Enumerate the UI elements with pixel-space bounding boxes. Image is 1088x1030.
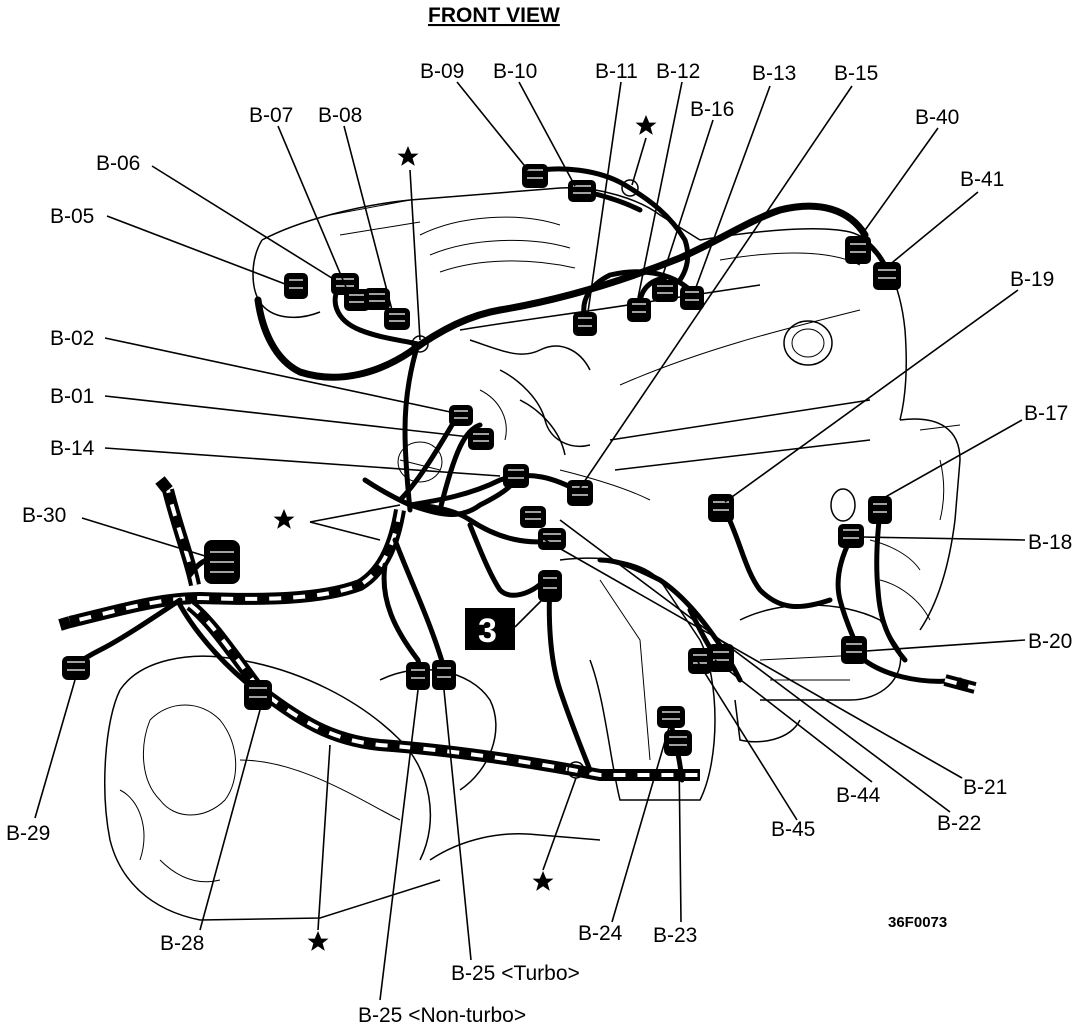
label-b-01: B-01	[50, 385, 94, 408]
connector-b-25-non-turbo[interactable]	[406, 662, 430, 690]
label-b-24: B-24	[578, 922, 623, 945]
connector-b-13[interactable]	[652, 280, 678, 302]
star-icon	[397, 146, 419, 166]
connector-b-01[interactable]	[468, 428, 494, 450]
label-b-19: B-19	[1010, 268, 1054, 291]
label-b-07: B-07	[249, 104, 293, 127]
star-icon	[273, 509, 295, 529]
section-badge-icon: 3	[465, 608, 515, 650]
label-b-12: B-12	[656, 60, 700, 83]
label-b-30: B-30	[22, 504, 66, 527]
label-b-15: B-15	[834, 62, 878, 85]
connector-b-08b[interactable]	[384, 308, 410, 330]
ground-markers	[273, 115, 657, 951]
connector-b-18[interactable]	[838, 524, 864, 548]
connector-b-22b[interactable]	[538, 528, 566, 550]
connector-b-09[interactable]	[522, 164, 548, 188]
label-b-11: B-11	[595, 60, 638, 83]
label-b-05: B-05	[50, 205, 94, 228]
connector-b-41[interactable]	[873, 262, 901, 290]
label-b-10: B-10	[493, 60, 537, 83]
label-b-02: B-02	[50, 327, 94, 350]
label-b-44: B-44	[836, 784, 881, 807]
label-b-20: B-20	[1028, 630, 1072, 653]
label-b-21: B-21	[963, 776, 1007, 799]
star-icon	[635, 115, 657, 135]
connector-b-11[interactable]	[573, 312, 597, 336]
leader-lines	[34, 81, 1026, 1001]
connector-b-29[interactable]	[62, 656, 90, 680]
connector-b-30[interactable]	[204, 540, 240, 584]
grommet-icon	[621, 179, 639, 197]
figure-code: 36F0073	[888, 914, 947, 931]
connectors	[62, 164, 901, 779]
label-b-41: B-41	[960, 168, 1004, 191]
label-b-09: B-09	[420, 60, 464, 83]
label-b-29: B-29	[6, 822, 50, 845]
star-icon	[307, 931, 329, 951]
connector-labels: B-02 B-01 B-14 B-05 B-06 B-07 B-08 B-09 …	[6, 60, 1072, 1027]
label-b-13: B-13	[752, 62, 796, 85]
connector-b-14[interactable]	[503, 464, 529, 488]
label-b-06: B-06	[96, 152, 140, 175]
label-b-25-turbo: B-25 <Turbo>	[451, 962, 580, 985]
connector-b-08[interactable]	[364, 288, 390, 310]
label-b-25-non-turbo: B-25 <Non-turbo>	[358, 1004, 526, 1027]
connector-b-12[interactable]	[627, 298, 651, 322]
star-icon	[532, 871, 554, 891]
connector-b-14b[interactable]	[567, 480, 593, 506]
section-badge-label: 3	[478, 612, 497, 650]
connector-b-28[interactable]	[244, 680, 272, 710]
connector-b-25-turbo[interactable]	[432, 660, 456, 690]
connector-b-21[interactable]	[538, 570, 562, 602]
connector-b-40[interactable]	[845, 236, 871, 264]
label-b-18: B-18	[1028, 531, 1072, 554]
label-b-23: B-23	[653, 924, 697, 947]
connector-b-10[interactable]	[568, 180, 596, 202]
label-b-17: B-17	[1024, 402, 1068, 425]
connector-b-23[interactable]	[664, 730, 692, 756]
label-b-40: B-40	[915, 106, 959, 129]
connector-b-22a[interactable]	[520, 506, 546, 528]
connector-b-05[interactable]	[284, 273, 308, 299]
connector-b-17[interactable]	[868, 496, 892, 524]
connector-b-02[interactable]	[449, 405, 473, 426]
label-b-22: B-22	[937, 812, 981, 835]
connector-b-15[interactable]	[680, 286, 704, 310]
label-b-14: B-14	[50, 437, 95, 460]
connector-b-20[interactable]	[841, 636, 867, 664]
label-b-28: B-28	[160, 932, 204, 955]
label-b-16: B-16	[690, 98, 734, 121]
connector-b-24[interactable]	[657, 706, 685, 728]
connector-b-07[interactable]	[344, 289, 370, 311]
connector-b-45[interactable]	[688, 648, 712, 674]
diagram-title: FRONT VIEW	[428, 4, 560, 27]
label-b-08: B-08	[318, 104, 362, 127]
label-b-45: B-45	[771, 818, 815, 841]
